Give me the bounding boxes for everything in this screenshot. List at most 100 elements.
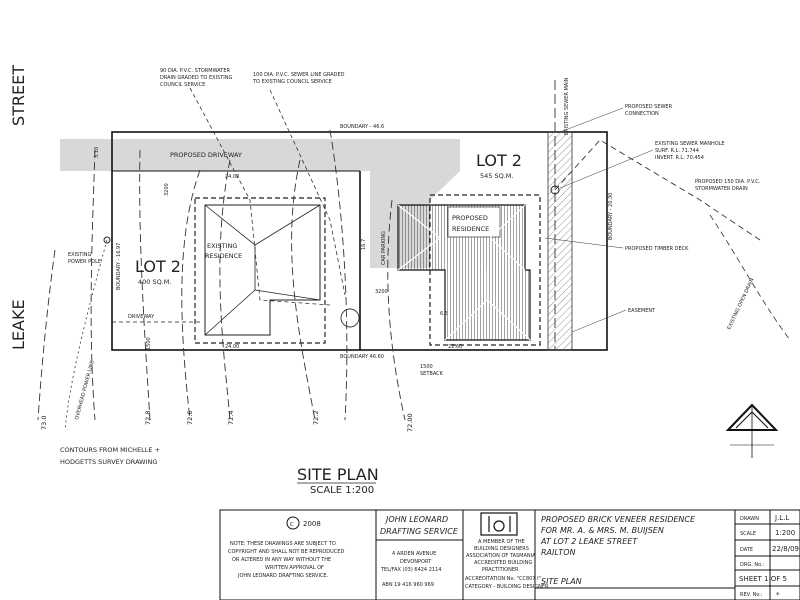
stormwater-150-note-1: PROPOSED 150 DIA. P.V.C.: [695, 179, 761, 185]
contours-note-1: CONTOURS FROM MICHELLE +: [60, 446, 160, 454]
copyright-note-1: NOTE: THESE DRAWINGS ARE SUBJECT TO: [230, 541, 336, 547]
open-drain-label: EXISTING OPEN DRAIN: [726, 277, 755, 331]
firm-name-1: JOHN LEONARD: [384, 515, 448, 524]
setback-word: SETBACK: [420, 371, 444, 377]
association-7: CATEGORY - BUILDING DESIGNER: [465, 584, 549, 590]
setback-3200-right: 3200: [375, 289, 388, 295]
sewer-manhole: [550, 185, 560, 195]
street-name-label: STREET: [9, 65, 28, 126]
proposed-sewer-note-2: CONNECTION: [625, 111, 659, 117]
bda-logo: [480, 512, 518, 536]
contour-label-728: 72.8: [144, 411, 152, 425]
setback-1500-left: 1500: [146, 337, 152, 350]
firm-address-2: DEVONPORT: [400, 559, 432, 565]
association-3: ASSOCIATION OF TASMANIA: [466, 553, 536, 559]
timber-deck-label: PROPOSED TIMBER DECK: [625, 246, 689, 252]
setback-1500-right: 1500: [420, 364, 433, 370]
easement-label: EASEMENT: [628, 308, 656, 314]
contour-label-7200: 72.00: [406, 413, 414, 432]
dim-167: 16.7: [361, 239, 367, 250]
project-line-1: PROPOSED BRICK VENEER RESIDENCE: [541, 515, 696, 524]
proposed-lot-name: LOT 2: [476, 151, 522, 170]
drg-label: DRG. No.:: [740, 562, 765, 568]
association-4: ACCREDITED BUILDING: [474, 560, 532, 566]
existing-lot-name: LOT 2: [135, 257, 181, 276]
contour-lines: [37, 129, 406, 421]
existing-residence: [194, 197, 326, 344]
proposed-residence-label-1: PROPOSED: [452, 214, 488, 222]
sheet-number: SHEET 1 OF 5: [739, 575, 787, 583]
sewer-connection-symbol: [340, 308, 360, 328]
leake-street-label: LEAKE: [9, 299, 28, 350]
boundary-top-dim: BOUNDARY - 46.6: [340, 124, 384, 130]
manhole-note-1: EXISTING SEWER MANHOLE: [655, 141, 725, 147]
existing-driveway-label: DRIVEWAY: [128, 314, 155, 320]
contour-label-724: 72.4: [227, 411, 235, 425]
car-parking-area: [370, 139, 460, 268]
association-1: A MEMBER OF THE: [478, 539, 525, 545]
north-arrow: [725, 403, 779, 458]
scale-value: 1:200: [775, 529, 795, 537]
width-24-top: 24.00: [225, 174, 239, 180]
rev-value: *: [776, 591, 780, 599]
manhole-note-2: SURF. R.L. 71.744: [655, 148, 699, 154]
stormwater-note-3: COUNCIL SERVICE: [160, 82, 205, 88]
manhole-note-3: INVERT. R.L. 70.454: [655, 155, 704, 161]
firm-address-1: 4 ARDEN AVENUE: [392, 551, 436, 557]
boundary-right-dim: BOUNDARY - 20.30: [608, 193, 614, 240]
project-line-4: RAILTON: [541, 548, 575, 557]
proposed-lot-area: 545 SQ.M.: [480, 172, 513, 180]
contour-label-726: 72.6: [186, 411, 194, 425]
power-pole-label-2: POWER POLE: [68, 259, 101, 265]
proposed-sewer-note-1: PROPOSED SEWER: [625, 104, 673, 110]
proposed-residence-label-2: RESIDENCE: [452, 225, 489, 233]
existing-residence-label-2: RESIDENCE: [205, 252, 242, 260]
sewer-line-note-2: TO EXISTING COUNCIL SERVICE: [252, 79, 332, 85]
drawing-scale: SCALE 1:200: [310, 485, 374, 496]
copyright-note-3: OR ALTERED IN ANY WAY WITHOUT THE: [232, 557, 331, 563]
association-6: ACCREDITATION No. "CC807 I": [465, 576, 541, 582]
copyright-icon: [286, 516, 300, 530]
project-line-3: AT LOT 2 LEAKE STREET: [540, 537, 638, 546]
drawing-title: SITE PLAN: [297, 465, 379, 484]
setback-3200-left: 3200: [164, 183, 170, 196]
firm-address-3: TEL/FAX (03) 6424 2114: [380, 567, 441, 573]
width-24-bottom: 24.00: [225, 344, 239, 350]
contour-label-730: 73.0: [40, 416, 48, 430]
copyright-note-4: WRITTEN APPROVAL OF: [265, 565, 324, 571]
copyright-year: 2008: [303, 520, 321, 528]
association-5: PRACTITIONER: [482, 567, 519, 573]
car-parking-label: CAR PARKING: [381, 231, 387, 265]
sewer-line-note-1: 100 DIA. P.V.C. SEWER LINE GRADED: [253, 72, 345, 78]
boundary-left-dim: BOUNDARY - 16.97: [116, 243, 122, 290]
copyright-c-glyph: C: [290, 522, 294, 528]
boundary-bottom-dim: BOUNDARY 46.60: [340, 354, 384, 360]
overhead-power-line-label: OVERHEAD POWER LINE: [74, 360, 96, 420]
date-value: 22/8/09: [772, 545, 799, 553]
existing-residence-label-1: EXISTING: [207, 242, 237, 250]
firm-name-2: DRAFTING SERVICE: [380, 527, 459, 536]
existing-lot-area: 400 SQ.M.: [138, 278, 171, 286]
proposed-residence: [397, 194, 541, 346]
power-pole-label-1: EXISTING: [68, 252, 92, 258]
rev-label: REV. No.:: [740, 592, 763, 598]
copyright-note-5: JOHN LEONARD DRAFTING SERVICE.: [237, 573, 329, 579]
width-2260: 22.60: [448, 344, 462, 350]
power-pole-symbol: [103, 236, 111, 244]
stormwater-note-2: DRAIN GRADED TO EXISTING: [160, 75, 232, 81]
stormwater-150-note-2: STORMWATER DRAIN: [695, 186, 748, 192]
association-2: BUILDING DESIGNERS: [474, 546, 529, 552]
existing-sewer-main-label: EXISTING SEWER MAIN: [564, 77, 570, 135]
title-block: [219, 509, 800, 600]
copyright-note-2: COPYRIGHT AND SHALL NOT BE REPRODUCED: [228, 549, 344, 555]
stormwater-note-1: 90 DIA. P.V.C. STORMWATER: [160, 68, 231, 74]
scale-label: SCALE: [740, 531, 756, 537]
drawn-label: DRAWN: [740, 516, 759, 522]
firm-abn: ABN 19 416 960 969: [382, 582, 434, 588]
dim-310: 3.10: [94, 147, 100, 158]
date-label: DATE: [740, 547, 753, 553]
project-line-2: FOR MR. A. & MRS. M. BUIJSEN: [541, 526, 664, 535]
drawing-title-cell: SITE PLAN: [541, 577, 582, 586]
contour-label-722: 72.2: [312, 411, 320, 425]
